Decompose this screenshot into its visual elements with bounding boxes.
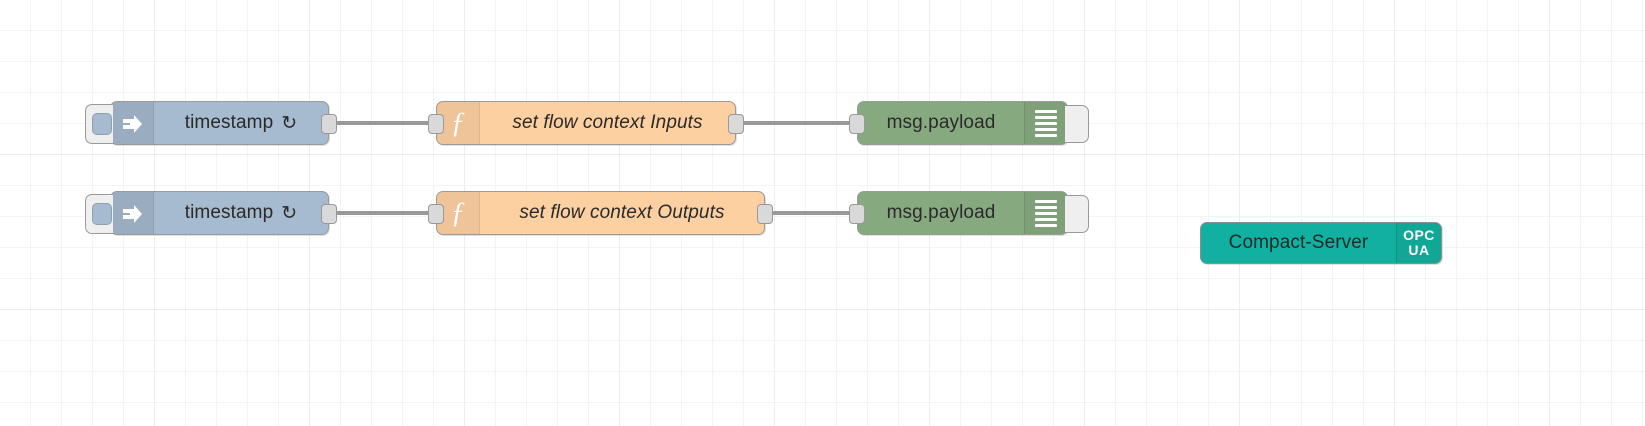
wire-inject1-to-function1[interactable] <box>327 121 437 125</box>
debug-input-port-1[interactable] <box>849 114 865 134</box>
inject-repeat-icon-1: ↻ <box>281 112 298 134</box>
function-f-icon: ƒ <box>437 192 480 234</box>
debug-input-port-2[interactable] <box>849 204 865 224</box>
opcua-node-label: Compact-Server <box>1228 232 1369 253</box>
function-input-port-1[interactable] <box>428 114 444 134</box>
debug-lines-icon <box>1024 102 1067 144</box>
inject-node-label-1: timestamp ↻ <box>154 102 328 144</box>
node-function-set-flow-context-outputs[interactable]: ƒ set flow context Outputs <box>428 191 773 235</box>
inject-arrow-icon <box>111 102 154 144</box>
node-debug-msg-payload-2[interactable]: msg.payload <box>849 191 1089 235</box>
node-function-set-flow-context-inputs[interactable]: ƒ set flow context Inputs <box>428 101 744 145</box>
inject-button-2[interactable] <box>85 194 113 234</box>
inject-node-label-2: timestamp ↻ <box>154 192 328 234</box>
function-output-port-1[interactable] <box>728 114 744 134</box>
opc-ua-icon: OPC UA <box>1396 223 1441 263</box>
function-node-label-1: set flow context Inputs <box>512 112 703 133</box>
node-inject-timestamp-1[interactable]: timestamp ↻ <box>85 101 337 145</box>
debug-node-label-1: msg.payload <box>886 112 996 133</box>
inject-button-knob <box>91 113 112 135</box>
wire-function2-to-debug2[interactable] <box>765 211 857 215</box>
wire-inject2-to-function2[interactable] <box>327 211 437 215</box>
debug-lines-icon <box>1024 192 1067 234</box>
node-inject-timestamp-2[interactable]: timestamp ↻ <box>85 191 337 235</box>
node-debug-msg-payload-1[interactable]: msg.payload <box>849 101 1089 145</box>
wire-function1-to-debug1[interactable] <box>736 121 858 125</box>
inject-label-text-2: timestamp <box>184 202 274 223</box>
inject-repeat-icon-2: ↻ <box>281 202 298 224</box>
inject-arrow-icon <box>111 192 154 234</box>
inject-output-port-1[interactable] <box>321 114 337 134</box>
function-input-port-2[interactable] <box>428 204 444 224</box>
node-opcua-compact-server[interactable]: Compact-Server OPC UA <box>1200 222 1442 264</box>
inject-button-1[interactable] <box>85 104 113 144</box>
debug-toggle-button-1[interactable] <box>1065 105 1089 143</box>
opc-ua-icon-line-1: OPC <box>1403 227 1435 243</box>
function-f-icon: ƒ <box>437 102 480 144</box>
inject-label-text-1: timestamp <box>184 112 274 133</box>
debug-toggle-button-2[interactable] <box>1065 195 1089 233</box>
function-output-port-2[interactable] <box>757 204 773 224</box>
inject-button-knob <box>91 203 112 225</box>
function-node-label-2: set flow context Outputs <box>519 202 725 223</box>
inject-output-port-2[interactable] <box>321 204 337 224</box>
opc-ua-icon-line-2: UA <box>1408 242 1430 258</box>
debug-node-label-2: msg.payload <box>886 202 996 223</box>
